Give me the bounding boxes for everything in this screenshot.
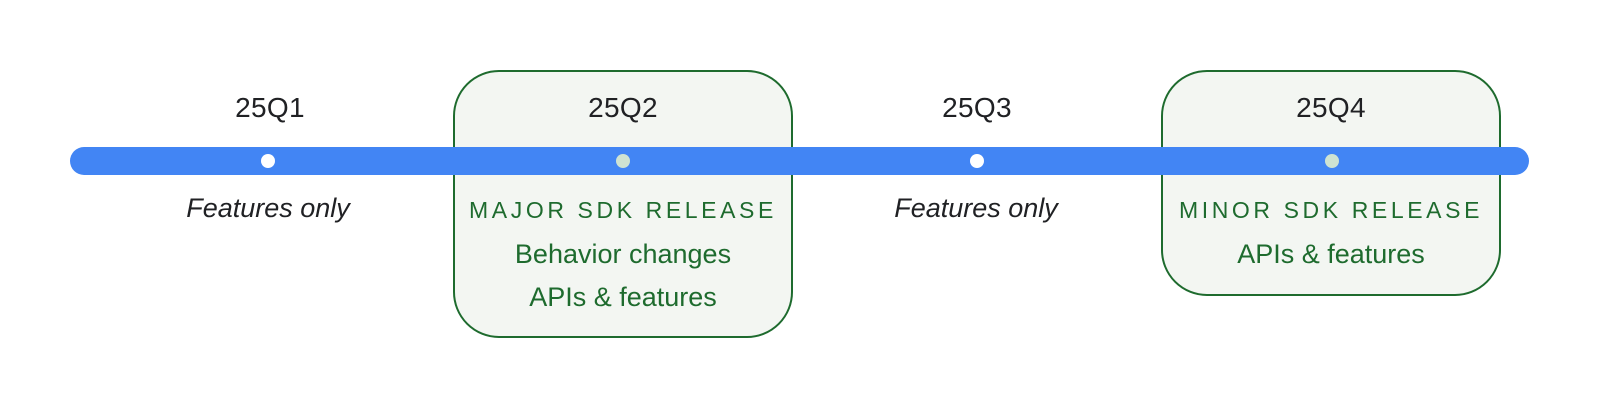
timeline-marker-25q4 <box>1325 154 1339 168</box>
quarter-label-25q1: 25Q1 <box>235 92 305 123</box>
timeline-marker-25q3 <box>970 154 984 168</box>
timeline-marker-25q1 <box>261 154 275 168</box>
timeline-bar <box>70 147 1529 175</box>
major-release-detail: APIs & features <box>529 282 717 312</box>
quarter-label-25q4: 25Q4 <box>1296 92 1366 123</box>
major-release-title: MAJOR SDK RELEASE <box>469 197 777 223</box>
quarter-label-25q3: 25Q3 <box>942 92 1012 123</box>
minor-release-box <box>1161 70 1501 296</box>
minor-release-detail: APIs & features <box>1237 239 1425 269</box>
quarter-label-25q2: 25Q2 <box>588 92 658 123</box>
timeline-marker-25q2 <box>616 154 630 168</box>
note-25q1: Features only <box>186 193 350 223</box>
note-25q3: Features only <box>894 193 1058 223</box>
major-release-box <box>453 70 793 338</box>
major-release-detail: Behavior changes <box>514 239 732 269</box>
minor-release-title: MINOR SDK RELEASE <box>1178 197 1484 223</box>
